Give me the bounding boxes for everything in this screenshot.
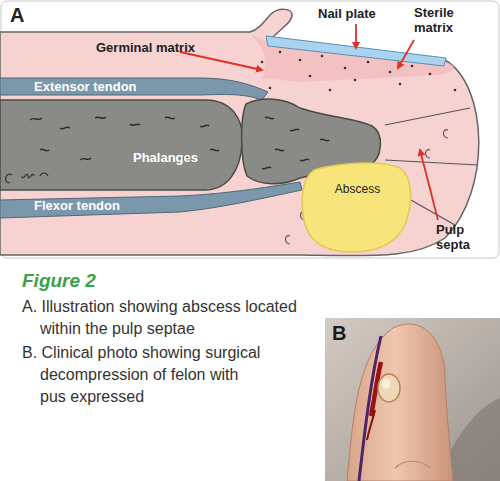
part-label: Sterile matrix bbox=[414, 5, 474, 35]
extensor-tendon bbox=[0, 78, 268, 100]
panel-frame bbox=[1, 1, 499, 258]
part-label: Phalanges bbox=[133, 150, 198, 165]
nail-matrix bbox=[250, 34, 454, 82]
part-label: Nail plate bbox=[318, 6, 376, 21]
panel-letter: A bbox=[10, 4, 24, 27]
part-label: Flexor tendon bbox=[34, 198, 120, 213]
finger-outline bbox=[0, 9, 479, 255]
bone-texture bbox=[30, 117, 329, 169]
node-text: Abscess bbox=[300, 182, 415, 196]
signature-mark bbox=[6, 173, 48, 183]
caption-item: A. Illustration showing abscess located … bbox=[22, 296, 325, 340]
part-label: Extensor tendon bbox=[34, 79, 137, 94]
clinical-photo bbox=[325, 318, 500, 481]
figure-title: Figure 2 bbox=[22, 270, 96, 292]
tissue-dots bbox=[261, 51, 457, 92]
caption-item: B. Clinical photo showing surgical decom… bbox=[22, 342, 265, 408]
abscess-shape bbox=[300, 160, 415, 254]
panel-letter: B bbox=[332, 322, 346, 345]
middle-phalanx bbox=[0, 100, 242, 190]
abscess-fill bbox=[302, 163, 410, 252]
abscess-region: Abscess bbox=[300, 160, 415, 254]
part-label: Germinal matrix bbox=[96, 40, 195, 55]
part-label: Pulp septa bbox=[436, 222, 480, 252]
